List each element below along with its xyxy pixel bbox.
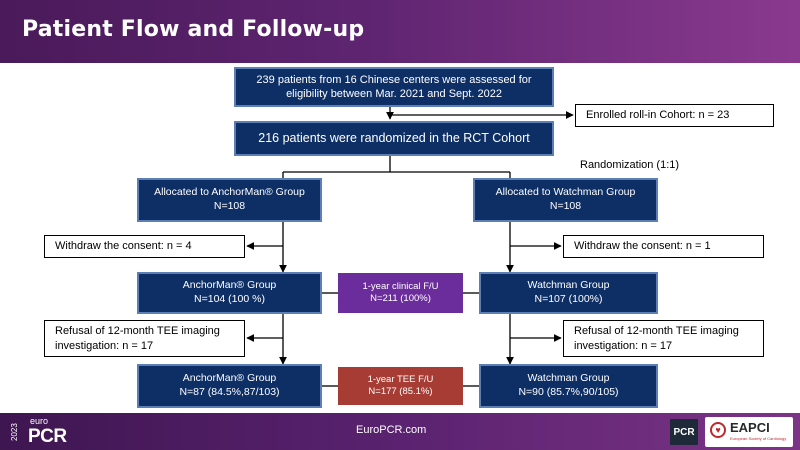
- right-group-line-1: Watchman Group: [527, 279, 610, 292]
- left-allocated-line-2: N=108: [213, 200, 246, 212]
- right-refusal-line-2: investigation: n = 17: [574, 339, 673, 352]
- right-group-line-2: N=107 (100%): [534, 293, 603, 305]
- right-group-box: Watchman Group N=107 (100%): [479, 272, 658, 314]
- left-allocated-box: Allocated to AnchorMan® Group N=108: [137, 178, 322, 222]
- pcr-badge-logo: PCR: [670, 419, 698, 445]
- right-refusal-box: Refusal of 12-month TEE imaging investig…: [563, 320, 764, 357]
- clinical-fu-line-2: N=211 (100%): [370, 293, 431, 304]
- randomization-label: Randomization (1:1): [580, 159, 680, 171]
- right-tee-group-line-1: Watchman Group: [527, 372, 610, 385]
- rollin-box: Enrolled roll-in Cohort: n = 23: [575, 104, 774, 127]
- left-refusal-line-1: Refusal of 12-month TEE imaging: [55, 325, 220, 338]
- left-tee-group-line-1: AnchorMan® Group: [182, 372, 277, 385]
- tee-fu-line-2: N=177 (85.1%): [368, 386, 433, 397]
- right-tee-group-box: Watchman Group N=90 (85.7%,90/105): [479, 364, 658, 408]
- rollin-text: Enrolled roll-in Cohort: n = 23: [586, 109, 730, 122]
- randomized-box: 216 patients were randomized in the RCT …: [234, 121, 554, 156]
- eapci-subtext: European Society of Cardiology: [730, 436, 787, 441]
- footer-bar: 2023 euro PCR EuroPCR.com: [0, 413, 800, 450]
- eapci-logo: ♥ EAPCI European Society of Cardiology: [705, 417, 793, 447]
- right-allocated-line-2: N=108: [549, 200, 582, 212]
- eapci-text: EAPCI: [730, 420, 770, 435]
- right-withdraw-box: Withdraw the consent: n = 1: [563, 235, 764, 258]
- randomized-text: 216 patients were randomized in the RCT …: [258, 131, 530, 146]
- tee-fu-line-1: 1-year TEE F/U: [367, 373, 434, 385]
- right-tee-group-line-2: N=90 (85.7%,90/105): [518, 386, 619, 398]
- right-allocated-box: Allocated to Watchman Group N=108: [473, 178, 658, 222]
- clinical-fu-line-1: 1-year clinical F/U: [362, 280, 439, 292]
- left-withdraw-box: Withdraw the consent: n = 4: [44, 235, 245, 258]
- footer-url[interactable]: EuroPCR.com: [356, 424, 427, 436]
- right-refusal-line-1: Refusal of 12-month TEE imaging: [574, 325, 739, 338]
- left-group-box: AnchorMan® Group N=104 (100 %): [137, 272, 322, 314]
- left-refusal-box: Refusal of 12-month TEE imaging investig…: [44, 320, 245, 357]
- heart-icon: ♥: [710, 422, 726, 438]
- left-withdraw-text: Withdraw the consent: n = 4: [55, 240, 192, 253]
- left-group-line-1: AnchorMan® Group: [182, 279, 277, 292]
- right-withdraw-text: Withdraw the consent: n = 1: [574, 240, 711, 253]
- assessed-line-2: eligibility between Mar. 2021 and Sept. …: [286, 88, 502, 100]
- right-allocated-line-1: Allocated to Watchman Group: [495, 186, 636, 199]
- left-allocated-line-1: Allocated to AnchorMan® Group: [154, 186, 305, 199]
- page-title: Patient Flow and Follow-up: [22, 17, 365, 42]
- tee-fu-box: 1-year TEE F/U N=177 (85.1%): [338, 367, 463, 405]
- clinical-fu-box: 1-year clinical F/U N=211 (100%): [338, 273, 463, 313]
- assessed-box: 239 patients from 16 Chinese centers wer…: [234, 67, 554, 107]
- left-refusal-line-2: investigation: n = 17: [55, 339, 154, 352]
- left-tee-group-box: AnchorMan® Group N=87 (84.5%,87/103): [137, 364, 322, 408]
- left-group-line-2: N=104 (100 %): [194, 293, 265, 305]
- flow-connectors: [246, 107, 574, 387]
- europcr-logo-year: 2023: [10, 423, 19, 441]
- assessed-line-1: 239 patients from 16 Chinese centers wer…: [256, 73, 532, 86]
- header-banner: Patient Flow and Follow-up: [0, 0, 800, 63]
- left-tee-group-line-2: N=87 (84.5%,87/103): [179, 386, 280, 398]
- europcr-logo-euro: euro: [30, 416, 49, 426]
- europcr-logo-pcr: PCR: [28, 426, 67, 447]
